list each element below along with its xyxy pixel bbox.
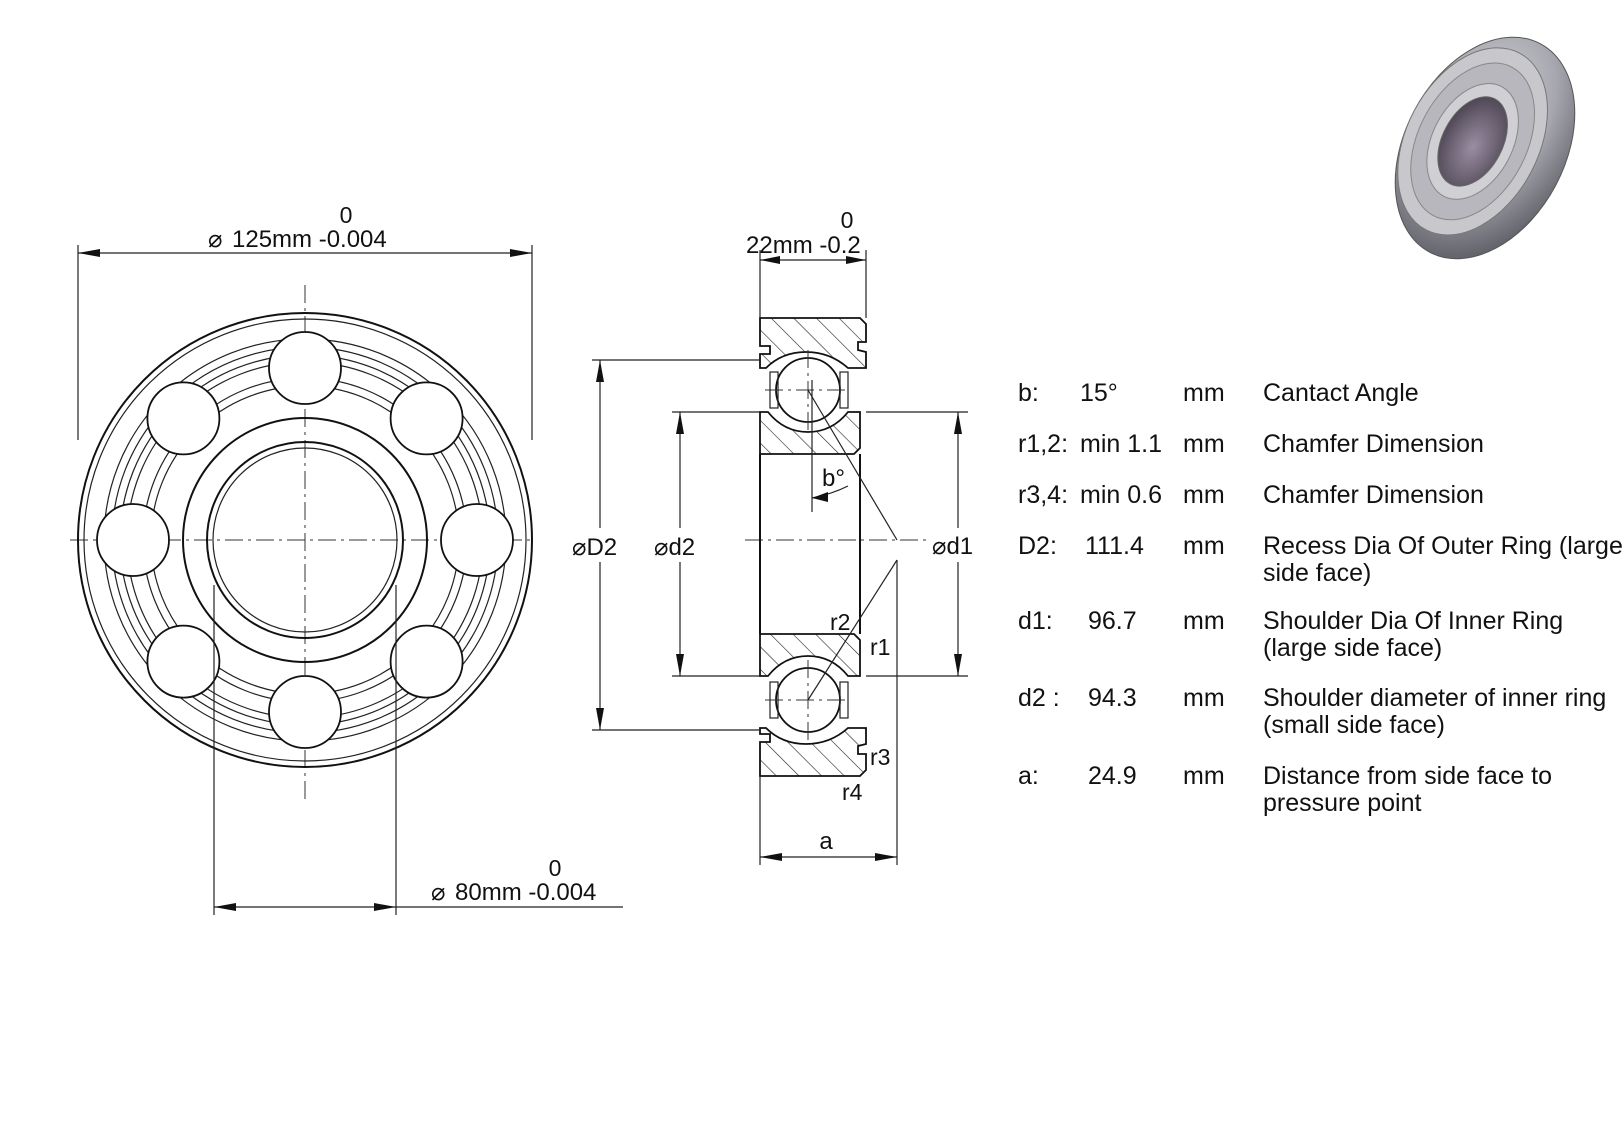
spec-description: Distance from side face to pressure poin… xyxy=(1263,762,1553,817)
label-d1: ⌀d1 xyxy=(932,533,973,560)
label-r2: r2 xyxy=(830,609,850,635)
ball xyxy=(268,675,342,749)
label-d2: ⌀d2 xyxy=(654,534,695,561)
spec-unit: mm xyxy=(1183,762,1225,790)
spec-unit: mm xyxy=(1183,532,1225,560)
bore-edge xyxy=(206,441,404,639)
front-view: 0 ⌀ 125mm -0.004 0 ⌀ 80mm -0.004 xyxy=(70,202,623,915)
spec-unit: mm xyxy=(1183,684,1225,712)
ball xyxy=(268,331,342,405)
outer-ring-edge xyxy=(77,312,533,768)
label-r3: r3 xyxy=(870,744,890,770)
cage-bottom-right xyxy=(839,681,849,719)
spec-unit: mm xyxy=(1183,379,1225,407)
section-view: b° 0 22mm -0.2 ⌀D2 ⌀d2 ⌀d1 r2 xyxy=(570,207,990,865)
inner-ring-section-bottom xyxy=(759,633,861,677)
spec-unit: mm xyxy=(1183,430,1225,458)
spec-unit: mm xyxy=(1183,481,1225,509)
spec-symbol: r3,4: xyxy=(1018,481,1069,509)
width-value: 22mm -0.2 xyxy=(746,232,861,259)
d1-label-bg xyxy=(928,528,990,562)
spec-symbol: r1,2: xyxy=(1018,430,1069,458)
spec-symbol: D2: xyxy=(1018,532,1057,560)
od-upper-tol: 0 xyxy=(340,202,353,228)
width-upper-tol: 0 xyxy=(841,207,854,233)
D2-arrow-bottom xyxy=(596,708,604,730)
ball xyxy=(389,624,464,699)
outer-ring-chamfer xyxy=(83,318,527,762)
d2-label-bg xyxy=(652,528,710,562)
D2-arrow-top xyxy=(596,360,604,382)
contact-line-bottom xyxy=(807,559,898,701)
spec-value: 94.3 xyxy=(1088,684,1137,712)
a-arrow-left xyxy=(760,853,782,861)
cage-top-left xyxy=(769,371,779,409)
ball xyxy=(389,381,464,456)
ball xyxy=(146,624,221,699)
width-arrow-right xyxy=(846,256,866,264)
outer-ring-section-top xyxy=(759,317,867,369)
spec-value: 15° xyxy=(1080,379,1118,407)
spec-unit: mm xyxy=(1183,607,1225,635)
spec-symbol: d2 : xyxy=(1018,684,1060,712)
spec-description: Recess Dia Of Outer Ring (large side fac… xyxy=(1263,532,1623,587)
od-arrow-left xyxy=(78,249,100,257)
spec-value: 111.4 xyxy=(1085,532,1144,560)
ball xyxy=(146,381,221,456)
label-b: b° xyxy=(822,465,845,492)
rolling-elements xyxy=(96,331,514,749)
spec-symbol: a: xyxy=(1018,762,1039,790)
spec-description: Shoulder Dia Of Inner Ring (large side f… xyxy=(1263,607,1564,662)
inner-ring-section-top xyxy=(759,411,861,455)
spec-description: Chamfer Dimension xyxy=(1263,430,1484,458)
od-value: 125mm -0.004 xyxy=(232,226,387,253)
bearing-3d-render xyxy=(1394,36,1576,260)
label-r1: r1 xyxy=(870,634,890,660)
bore-value: 80mm -0.004 xyxy=(455,879,596,906)
spec-value: min 1.1 xyxy=(1080,430,1162,458)
bore-symbol: ⌀ xyxy=(431,879,445,906)
spec-value: 24.9 xyxy=(1088,762,1137,790)
od-symbol: ⌀ xyxy=(208,226,222,253)
cage-bottom-left xyxy=(769,681,779,719)
spec-value: min 0.6 xyxy=(1080,481,1162,509)
D2-label-bg xyxy=(570,528,634,562)
bore-arrow-right xyxy=(374,903,396,911)
label-D2: ⌀D2 xyxy=(572,534,617,561)
od-arrow-right xyxy=(510,249,532,257)
spec-description: Chamfer Dimension xyxy=(1263,481,1484,509)
outer-ring-section-bottom xyxy=(759,727,867,777)
contact-angle-arrow xyxy=(812,492,828,502)
label-a: a xyxy=(819,828,833,855)
d2-arrow-bottom xyxy=(676,654,684,676)
inner-ring-outer-edge xyxy=(182,417,428,663)
bore-arrow-left xyxy=(214,903,236,911)
spec-symbol: b: xyxy=(1018,379,1039,407)
label-r4: r4 xyxy=(842,779,863,805)
spec-description: Cantact Angle xyxy=(1263,379,1419,407)
spec-symbol: d1: xyxy=(1018,607,1053,635)
d1-arrow-bottom xyxy=(954,654,962,676)
a-arrow-right xyxy=(875,853,897,861)
spec-value: 96.7 xyxy=(1088,607,1137,635)
bore-upper-tol: 0 xyxy=(549,855,562,881)
contact-line-top xyxy=(807,389,898,541)
bore-chamfer xyxy=(212,447,398,633)
ball xyxy=(440,503,514,577)
ball xyxy=(96,503,170,577)
cage-top-right xyxy=(839,371,849,409)
width-arrow-left xyxy=(760,256,780,264)
d2-arrow-top xyxy=(676,412,684,434)
spec-description: Shoulder diameter of inner ring (small s… xyxy=(1263,684,1607,739)
d1-arrow-top xyxy=(954,412,962,434)
